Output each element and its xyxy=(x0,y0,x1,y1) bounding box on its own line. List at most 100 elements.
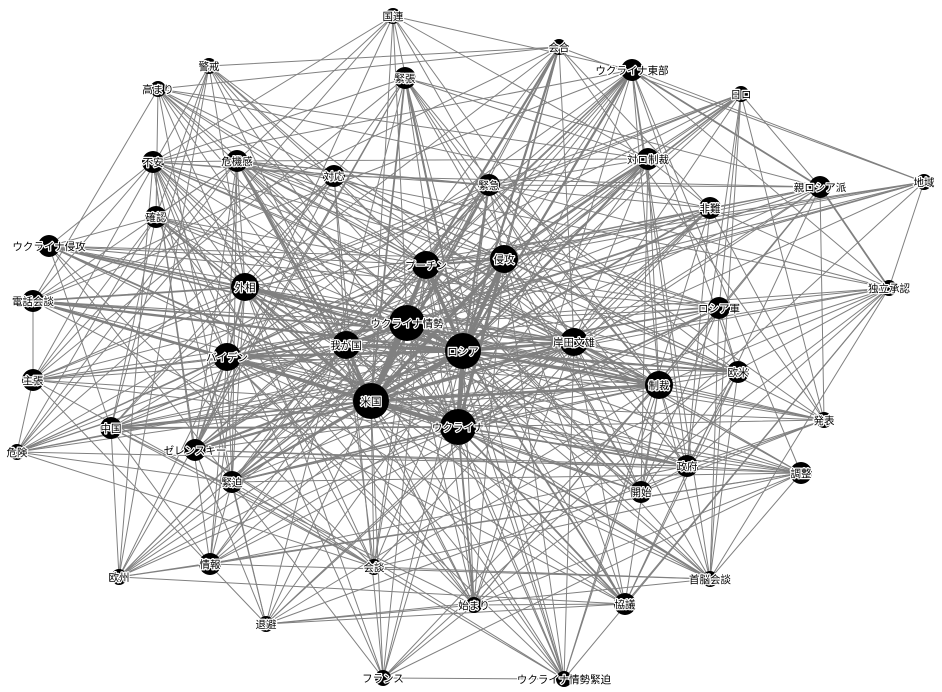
edge xyxy=(709,307,720,580)
edge xyxy=(461,183,491,353)
edge xyxy=(152,160,238,163)
edge xyxy=(573,158,649,343)
node-label: 始まり xyxy=(458,599,490,612)
edge xyxy=(345,186,821,346)
edge xyxy=(640,307,720,493)
node-label: 情報 xyxy=(200,558,221,571)
edge xyxy=(155,216,408,324)
edge xyxy=(558,46,825,421)
edge xyxy=(244,286,384,679)
edge xyxy=(152,69,633,163)
edge xyxy=(461,340,576,353)
node-dot xyxy=(702,571,718,587)
edge xyxy=(686,93,742,467)
edge xyxy=(32,88,159,302)
node-label: 緊張 xyxy=(395,73,416,85)
node-9: 対ロ制裁 xyxy=(626,148,671,170)
node-label: 発表 xyxy=(814,414,835,427)
edge xyxy=(573,341,802,474)
edge xyxy=(392,15,633,71)
node-8: 危機感 xyxy=(220,150,254,172)
edge xyxy=(16,356,228,453)
edge xyxy=(231,481,267,625)
node-33: 中国 xyxy=(99,417,123,439)
node-label: プーチン xyxy=(405,260,447,272)
node-36: ゼレンスキー xyxy=(162,439,228,461)
edge xyxy=(226,356,739,373)
edge xyxy=(369,257,506,403)
node-dot xyxy=(560,328,588,356)
edge xyxy=(209,563,711,580)
edge xyxy=(457,426,688,467)
edge xyxy=(631,69,890,289)
node-0: 国連 xyxy=(381,8,405,24)
node-21: 電話会談 xyxy=(11,290,56,312)
node-44: 首脳会談 xyxy=(688,571,733,587)
edge xyxy=(226,356,660,386)
edge xyxy=(406,69,633,324)
edge xyxy=(209,472,802,565)
node-12: 親ロシア派 xyxy=(793,176,848,198)
edge xyxy=(686,419,825,467)
node-dot xyxy=(637,148,659,170)
edge xyxy=(244,286,372,402)
edge xyxy=(155,216,228,358)
edge xyxy=(265,603,626,625)
node-label: 親ロシア派 xyxy=(794,181,847,194)
node-dot xyxy=(478,174,500,196)
edge xyxy=(48,245,427,266)
edge xyxy=(344,343,465,353)
edge xyxy=(244,184,490,288)
edge xyxy=(243,285,409,325)
edge xyxy=(32,160,238,302)
node-46: 協議 xyxy=(613,593,637,615)
node-label: ウクライナ xyxy=(432,422,484,434)
node-dot xyxy=(353,383,389,419)
edge xyxy=(473,287,890,606)
node-label: 国連 xyxy=(383,10,404,23)
edge xyxy=(110,426,459,429)
edge xyxy=(488,184,660,386)
edge xyxy=(658,384,688,467)
edge xyxy=(16,379,34,453)
edge xyxy=(631,69,739,373)
node-dot xyxy=(621,59,643,81)
edge xyxy=(406,307,720,324)
edge xyxy=(457,426,475,606)
edge xyxy=(152,161,575,343)
edge xyxy=(563,341,575,680)
node-43: 情報 xyxy=(198,553,222,575)
node-dot xyxy=(332,331,360,359)
node-label: 電話会談 xyxy=(12,295,54,308)
edge xyxy=(236,160,565,680)
node-15: 確認 xyxy=(144,206,168,228)
node-label: 独立承認 xyxy=(868,282,910,295)
edge xyxy=(456,257,506,429)
edge xyxy=(370,371,739,402)
edge xyxy=(155,216,475,606)
node-label: フランス xyxy=(362,673,404,685)
node-dot xyxy=(226,150,248,172)
node-label: 会合 xyxy=(549,41,570,54)
edge xyxy=(208,65,335,177)
edge xyxy=(345,344,825,421)
node-label: 政府 xyxy=(677,460,698,473)
edge xyxy=(647,158,660,386)
edge xyxy=(31,299,465,353)
node-dot xyxy=(699,197,721,219)
node-dot xyxy=(375,670,391,686)
node-40: 開始 xyxy=(629,481,653,503)
node-dot xyxy=(556,671,572,687)
edge xyxy=(718,93,742,309)
node-18: 侵攻 xyxy=(490,245,518,273)
edge xyxy=(235,159,373,403)
node-11: 緊急 xyxy=(477,174,501,196)
edge xyxy=(819,186,890,289)
edge xyxy=(404,77,688,467)
node-label: 侵攻 xyxy=(494,253,515,266)
edge xyxy=(208,65,427,266)
edge xyxy=(461,349,661,387)
edge xyxy=(208,65,459,428)
node-dot xyxy=(221,471,243,493)
edge xyxy=(573,93,742,343)
